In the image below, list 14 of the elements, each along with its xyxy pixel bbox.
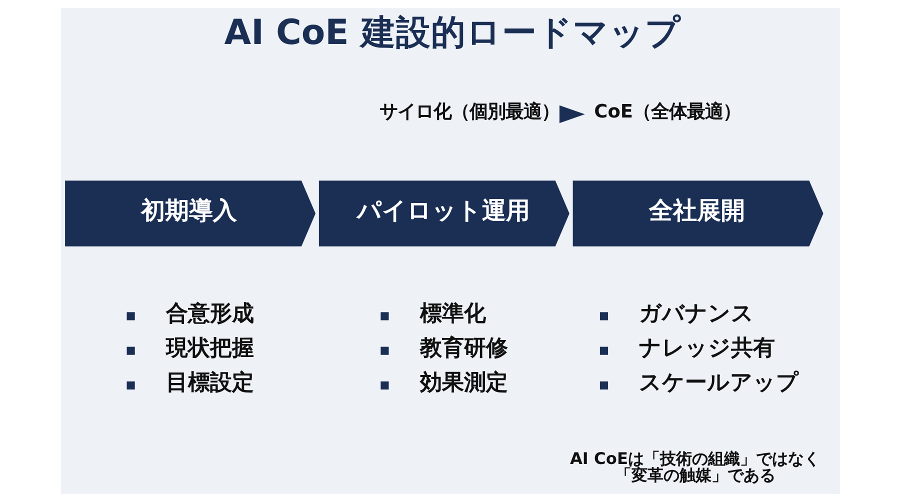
node-label: 教育研修 [419, 336, 508, 362]
node-label: スケールアップ [638, 370, 799, 396]
node-label: 標準化 [419, 301, 486, 326]
arrow [558, 105, 584, 124]
node-label: ガバナンス [638, 301, 754, 326]
node-label: 合意形成 [166, 301, 254, 326]
label: AI CoEは「技術の組織」ではなく「変革の触媒」である [569, 449, 820, 484]
node-label: 現状把握 [166, 336, 254, 362]
node-text: サイロ化（個別最適） [379, 101, 560, 122]
node-label: 目標設定 [166, 370, 254, 396]
node-text: CoE（全体最適） [594, 101, 741, 122]
diagram-title: AI CoE 建設的ロードマップ [224, 12, 680, 53]
node-label: ナレッジ共有 [638, 336, 775, 362]
node-label: 効果測定 [419, 370, 508, 396]
